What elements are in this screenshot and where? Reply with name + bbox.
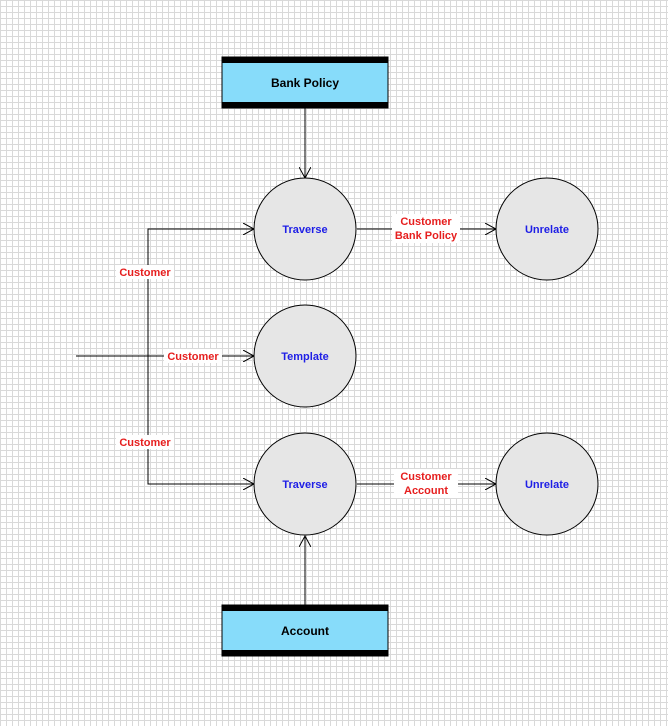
flow-label-backing <box>392 214 460 243</box>
store-label: Bank Policy <box>271 76 339 90</box>
process-circle <box>495 432 599 536</box>
process-unrelate-bottom[interactable]: Unrelate <box>495 432 599 536</box>
flow-label-line-1: Customer <box>400 471 452 483</box>
connector-customer-to-traverse-bottom <box>147 356 254 484</box>
store-top-bar <box>222 605 388 611</box>
flow-label-line-2: Account <box>404 485 448 497</box>
process-label: Unrelate <box>525 224 569 236</box>
flow-label-text: Customer <box>119 437 171 449</box>
flow-label-customer-account: Customer Account <box>394 469 458 498</box>
flow-label-backing <box>116 265 174 279</box>
flow-label-customer-bank-policy: Customer Bank Policy <box>392 214 460 243</box>
connector-customer-to-traverse-top <box>147 229 254 356</box>
process-template[interactable]: Template <box>253 304 357 408</box>
flow-label-backing <box>116 435 174 449</box>
store-top-bar <box>222 57 388 63</box>
process-traverse-bottom[interactable]: Traverse <box>253 432 357 536</box>
flow-label-customer-upper: Customer <box>116 265 174 279</box>
flow-label-text: Customer <box>119 267 171 279</box>
process-label: Template <box>281 351 328 363</box>
flow-label-backing <box>394 469 458 498</box>
store-label: Account <box>281 624 329 638</box>
flow-label-customer-template: Customer <box>164 349 222 363</box>
process-traverse-top[interactable]: Traverse <box>253 177 357 281</box>
flow-label-text: Customer <box>167 351 219 363</box>
process-label: Unrelate <box>525 479 569 491</box>
process-unrelate-top[interactable]: Unrelate <box>495 177 599 281</box>
flow-label-line-1: Customer <box>400 216 452 228</box>
data-store-account[interactable]: Account <box>221 604 389 657</box>
process-circle <box>253 432 357 536</box>
process-label: Traverse <box>282 479 327 491</box>
process-label: Traverse <box>282 224 327 236</box>
flow-label-customer-lower: Customer <box>116 435 174 449</box>
store-bottom-bar <box>222 650 388 656</box>
process-circle <box>253 304 357 408</box>
flow-label-backing <box>164 349 222 363</box>
flow-label-line-2: Bank Policy <box>395 230 458 242</box>
process-circle <box>495 177 599 281</box>
store-body <box>221 604 389 657</box>
process-circle <box>253 177 357 281</box>
store-bottom-bar <box>222 102 388 108</box>
data-store-bank-policy[interactable]: Bank Policy <box>221 56 389 109</box>
